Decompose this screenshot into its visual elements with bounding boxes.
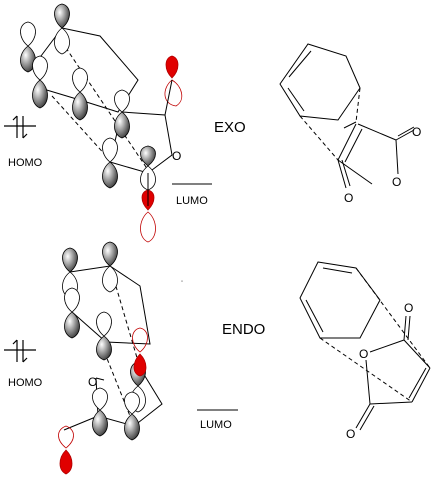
exo-anhydride-ring-o: O [392, 175, 401, 189]
endo-homo-arrows [4, 339, 36, 363]
endo-cyclohexadiene [299, 261, 381, 339]
endo-ring-o-bond-right [369, 339, 405, 353]
endo-label: ENDO [222, 321, 265, 338]
endo-orbital-diagram: O HOMO LUMO ENDO [4, 241, 265, 475]
endo-red-orbitals [58, 327, 148, 475]
exo-overlap-lines [51, 41, 149, 171]
endo-anhydride-carbonyl-o-bottom: O [346, 427, 355, 441]
endo-structure [299, 261, 431, 431]
exo-ring-oxygen-label: O [172, 149, 181, 163]
endo-homo-label: HOMO [8, 377, 43, 389]
endo-lumo-label: LUMO [200, 419, 232, 431]
exo-anhydride-carbonyl-o-bottom: O [344, 191, 353, 205]
stray-mark: " [181, 281, 183, 287]
endo-p-orbitals [62, 241, 146, 441]
exo-homo-arrows [4, 115, 36, 139]
endo-ring-oxygen-label: O [88, 375, 97, 389]
endo-anhydride [355, 315, 431, 431]
exo-structure [279, 43, 415, 189]
exo-anhydride [337, 121, 415, 189]
endo-dienophile-ring [63, 367, 163, 431]
exo-homo-label: HOMO [8, 157, 43, 169]
endo-anhydride-carbonyl-o-top: O [404, 301, 413, 315]
exo-forming-bonds [299, 87, 361, 161]
endo-forming-bonds [319, 267, 431, 403]
exo-orbital-diagram: O HOMO LUMO EXO [4, 3, 246, 243]
exo-cyclohexadiene [279, 43, 361, 121]
exo-lumo-label: LUMO [176, 195, 208, 207]
endo-ring-o-bond-left [365, 359, 371, 405]
exo-anhydride-carbonyl-o-right: O [412, 125, 421, 139]
exo-carbonyls [147, 79, 173, 206]
exo-p-orbitals [20, 3, 156, 191]
exo-label: EXO [214, 119, 246, 136]
endo-anhydride-ring-o: O [359, 347, 368, 361]
